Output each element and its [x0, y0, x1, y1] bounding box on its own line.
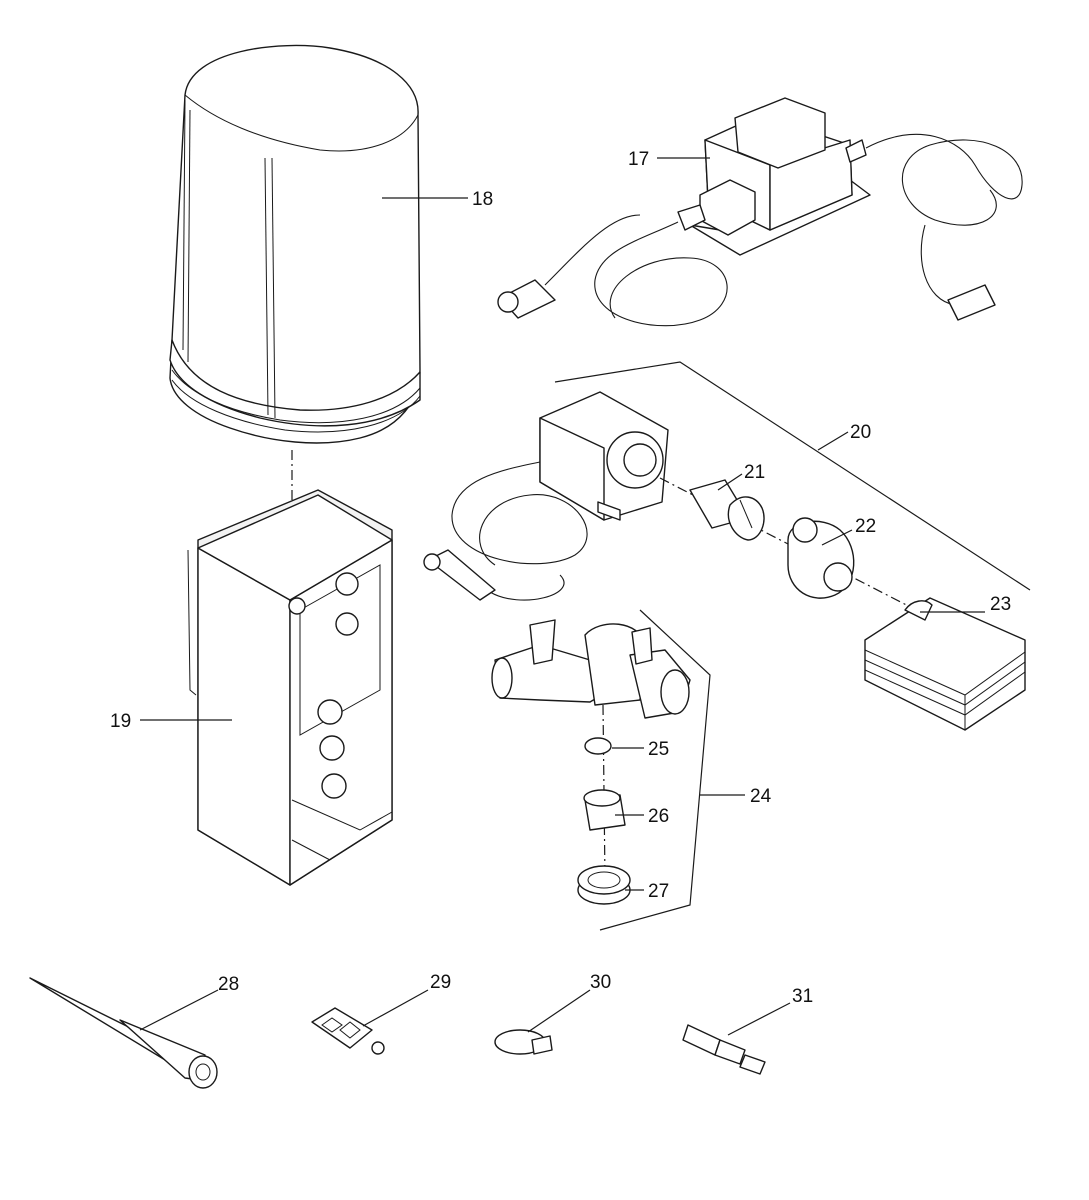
callout-30: 30: [590, 972, 611, 993]
distributor-icon: [491, 619, 691, 719]
callout-17: 17: [628, 149, 649, 170]
callout-20: 20: [850, 422, 871, 443]
callout-21: 21: [744, 462, 765, 483]
callout-18: 18: [472, 189, 493, 210]
pump-housing-icon: [787, 517, 855, 599]
transformer-icon: [497, 97, 1023, 327]
cover-hood-icon: [169, 44, 421, 444]
leader-lines: [139, 157, 985, 1036]
callout-19: 19: [110, 711, 131, 732]
callout-28: 28: [218, 974, 239, 995]
callout-31: 31: [792, 986, 813, 1007]
remote-control-icon: [311, 1007, 385, 1055]
o-ring-icon: [584, 737, 612, 755]
filter-sponge-icon: [864, 597, 1026, 731]
callout-29: 29: [430, 972, 451, 993]
connector-plug-icon: [682, 1024, 766, 1075]
callout-23: 23: [990, 594, 1011, 615]
callout-27: 27: [648, 881, 669, 902]
hose-clamp-icon: [494, 1029, 553, 1055]
callout-24: 24: [750, 786, 772, 807]
ground-spike-icon: [29, 977, 218, 1089]
pump-unit-icon: [423, 391, 669, 601]
distributor-bracket: [599, 609, 711, 931]
callout-labels: 17 18 19 20 21 22 23 24 25 26 27 28 29 3…: [110, 149, 1011, 1007]
housing-box-icon: [187, 489, 393, 886]
pump-unit-bracket: [554, 361, 1031, 591]
impeller-icon: [689, 479, 765, 541]
callout-22: 22: [855, 516, 876, 537]
callout-26: 26: [648, 806, 669, 827]
union-nut-icon: [577, 865, 631, 905]
reducer-icon: [583, 789, 626, 831]
callout-25: 25: [648, 739, 669, 760]
